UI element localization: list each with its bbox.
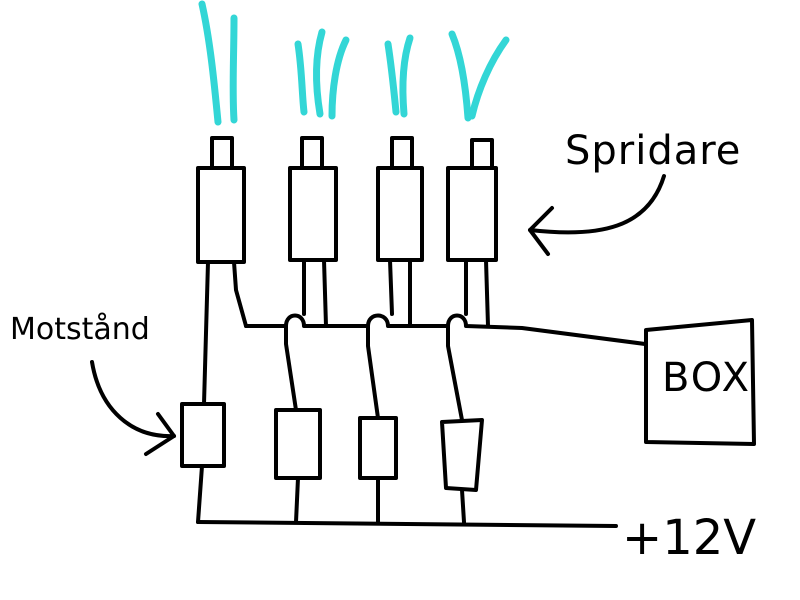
- box-label: BOX: [662, 355, 752, 401]
- spray-jet-1: [198, 0, 238, 126]
- spray-jet-2: [294, 28, 350, 120]
- spridare-label: Spridare: [565, 128, 742, 174]
- resistor-2: [274, 408, 322, 480]
- supply-voltage-label: +12V: [622, 510, 757, 566]
- spridare-arrow: [528, 174, 666, 256]
- injector-1: [196, 136, 246, 264]
- resistor-branch-wires: [202, 260, 464, 422]
- resistor-3: [358, 416, 398, 480]
- injector-4: [446, 138, 498, 262]
- injector-3: [376, 136, 424, 262]
- supply-rail-wire: [196, 520, 618, 528]
- motstand-label: Motstånd: [10, 312, 150, 347]
- spray-jet-4: [448, 30, 510, 122]
- resistor-4: [440, 418, 484, 492]
- injector-leads: [232, 258, 490, 328]
- spray-jet-3: [384, 34, 414, 118]
- signal-bus-wire: [244, 313, 647, 346]
- spray-jets: [198, 0, 510, 126]
- motstand-arrow: [90, 360, 176, 456]
- injector-2: [288, 136, 338, 262]
- control-box: [644, 318, 756, 446]
- resistor-leads: [196, 464, 466, 524]
- resistor-1: [180, 402, 226, 468]
